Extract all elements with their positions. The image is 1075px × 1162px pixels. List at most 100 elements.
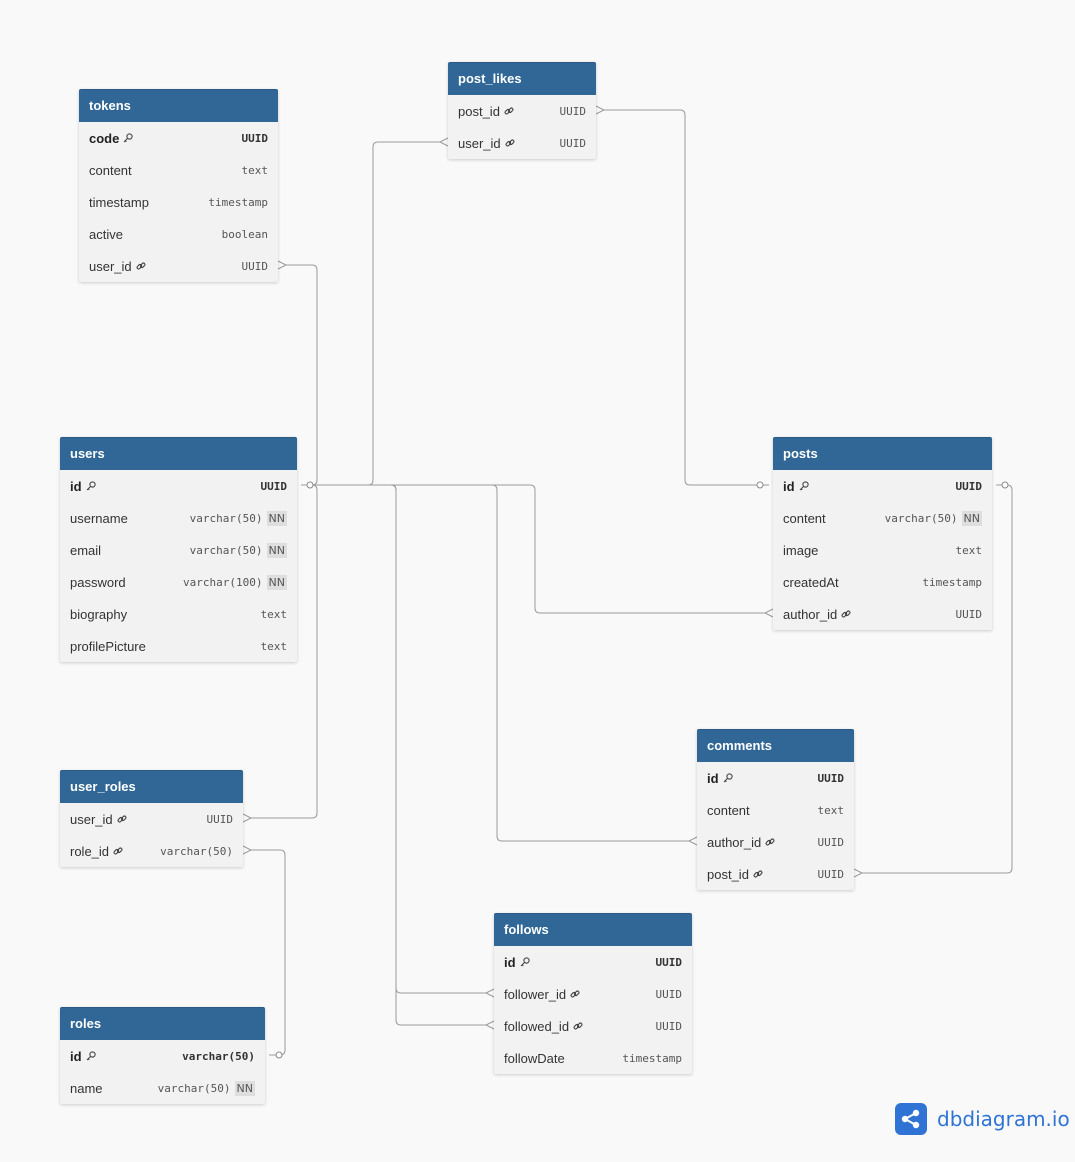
field-name-text: author_id xyxy=(783,606,838,622)
field-name: content xyxy=(89,163,242,178)
field-name-text: post_id xyxy=(458,103,500,119)
field-name-text: username xyxy=(70,510,128,526)
relation-many-marker xyxy=(277,260,288,270)
table-header[interactable]: follows xyxy=(494,913,692,946)
field-name: password xyxy=(70,575,183,590)
brand-logo[interactable]: dbdiagram.io xyxy=(895,1103,1070,1135)
relation-many-marker xyxy=(687,836,698,846)
field-row-followdate[interactable]: followDate timestamp xyxy=(494,1042,692,1074)
field-type: text xyxy=(955,543,983,557)
not-null-badge: NN xyxy=(266,510,287,526)
table-header[interactable]: tokens xyxy=(79,89,278,122)
field-name: follower_id xyxy=(504,987,656,1002)
field-name: content xyxy=(783,511,885,526)
field-row-post-id[interactable]: post_id UUID xyxy=(448,95,596,127)
field-name-text: user_id xyxy=(70,811,113,827)
key-icon xyxy=(86,481,96,491)
field-name: author_id xyxy=(707,835,818,850)
table-header[interactable]: posts xyxy=(773,437,992,470)
table-header[interactable]: roles xyxy=(60,1007,265,1040)
field-type: UUID xyxy=(241,131,269,145)
field-type: UUID xyxy=(655,987,683,1001)
field-name-text: followDate xyxy=(504,1050,565,1066)
field-row-createdat[interactable]: createdAt timestamp xyxy=(773,566,992,598)
table-header[interactable]: users xyxy=(60,437,297,470)
field-name-text: follower_id xyxy=(504,986,567,1002)
field-name-text: createdAt xyxy=(783,574,839,590)
table-header[interactable]: user_roles xyxy=(60,770,243,803)
key-icon xyxy=(86,1051,96,1061)
field-name-text: followed_id xyxy=(504,1018,570,1034)
link-icon xyxy=(841,609,851,619)
field-row-follower-id[interactable]: follower_id UUID xyxy=(494,978,692,1010)
field-name: user_id xyxy=(70,812,207,827)
relation-many-marker xyxy=(763,608,774,618)
connector-posts-users xyxy=(301,484,765,614)
relation-many-marker xyxy=(484,988,495,998)
table-header[interactable]: post_likes xyxy=(448,62,596,95)
connector-follows-follower-users xyxy=(301,484,486,994)
field-type: timestamp xyxy=(922,575,982,589)
key-icon xyxy=(799,481,809,491)
field-type: varchar(50) xyxy=(189,543,263,557)
relation-one-marker xyxy=(275,1051,283,1059)
link-icon xyxy=(117,814,127,824)
field-name-text: id xyxy=(707,770,719,786)
field-name-text: id xyxy=(504,954,516,970)
link-icon xyxy=(113,846,123,856)
field-name: image xyxy=(783,543,956,558)
field-row-image[interactable]: image text xyxy=(773,534,992,566)
field-type: varchar(50) xyxy=(884,511,958,525)
relation-many-marker xyxy=(484,1020,495,1030)
relation-many-marker xyxy=(242,845,253,855)
link-icon xyxy=(136,261,146,271)
link-icon xyxy=(505,138,515,148)
field-name: user_id xyxy=(458,136,560,151)
field-type: UUID xyxy=(559,104,587,118)
field-name-text: password xyxy=(70,574,126,590)
field-name-text: profilePicture xyxy=(70,638,146,654)
field-name-text: image xyxy=(783,542,819,558)
key-icon xyxy=(723,773,733,783)
table-header[interactable]: comments xyxy=(697,729,854,762)
not-null-badge: NN xyxy=(961,510,982,526)
link-icon xyxy=(753,869,763,879)
field-type: timestamp xyxy=(622,1051,682,1065)
field-type: UUID xyxy=(241,259,269,273)
field-name: id xyxy=(504,955,656,970)
field-name-text: name xyxy=(70,1080,103,1096)
